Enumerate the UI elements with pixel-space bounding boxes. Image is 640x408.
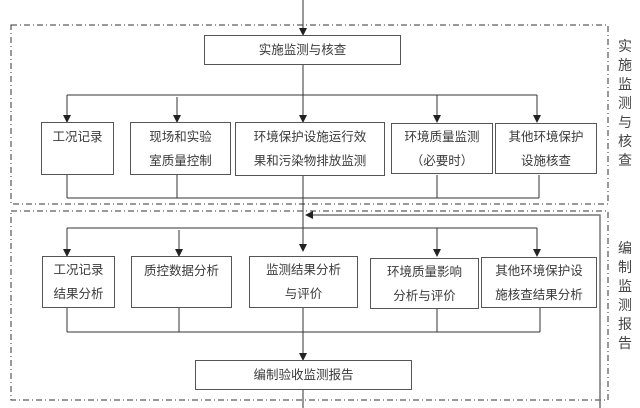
phase2-box-4-line: 分析与评价: [393, 287, 456, 303]
side-char: 与: [618, 115, 632, 131]
phase1-box-2-line: 现场和实验: [149, 128, 212, 144]
phase2-box-5: 其他环境保护设 施核查结果分析: [481, 257, 597, 308]
phase1-box-1-line: 工况记录: [52, 129, 103, 144]
phase1-box-4: 环境质量监测 （必要时）: [391, 123, 493, 174]
side-char: 告: [618, 336, 632, 352]
bottom-box: 编制验收监测报告: [195, 360, 412, 390]
phase2-side-label: 编 制 监 测 报 告: [617, 240, 633, 354]
top-box: 实施监测与核查: [204, 35, 401, 65]
phase1-border: [10, 24, 609, 205]
phase2-box-3-line: 监测结果分析: [265, 262, 341, 277]
phase2-box-3: 监测结果分析 与评价: [249, 256, 358, 308]
feedback-loop: [310, 214, 601, 408]
side-char: 监: [618, 77, 632, 93]
phase1-box-5: 其他环境保护 设施核查: [495, 123, 597, 174]
phase1-box-5-line: 设施核查: [520, 152, 571, 168]
side-char: 查: [618, 153, 632, 169]
phase2-box-3-line: 与评价: [284, 286, 323, 301]
phase2-box-4-line: 环境质量影响: [386, 263, 462, 279]
phase2-box-1-line: 工况记录: [53, 262, 104, 277]
phase1-box-5-line: 其他环境保护: [508, 128, 584, 144]
phase1-box-4-line: 环境质量监测: [404, 128, 480, 144]
phase1-box-3-line: 果和污染物排放监测: [253, 153, 367, 168]
side-char: 编: [618, 241, 632, 257]
side-char: 制: [618, 260, 632, 276]
phase2-box-5-line: 其他环境保护设: [495, 262, 583, 278]
phase2-box-2: 质控数据分析: [131, 256, 232, 308]
phase2-box-1-line: 结果分析: [53, 286, 104, 301]
side-char: 核: [618, 134, 632, 150]
phase2-box-1: 工况记录 结果分析: [42, 256, 115, 308]
phase1-box-4-line: （必要时）: [410, 152, 474, 168]
phase2-box-2-line: 质控数据分析: [143, 263, 219, 278]
top-box-label: 实施监测与核查: [258, 42, 347, 57]
phase2-box-4: 环境质量影响 分析与评价: [370, 258, 479, 309]
phase1-box-2: 现场和实验 室质量控制: [130, 122, 231, 175]
side-char: 测: [618, 298, 632, 314]
side-char: 测: [618, 96, 632, 112]
phase2-border: [10, 210, 609, 401]
side-char: 报: [618, 317, 632, 333]
phase1-box-3-line: 环境保护设施运行效: [253, 129, 367, 144]
phase1-side-label: 实 施 监 测 与 核 查: [617, 38, 633, 171]
side-char: 施: [618, 58, 632, 74]
bottom-box-label: 编制验收监测报告: [253, 367, 354, 382]
phase2-box-5-line: 施核查结果分析: [495, 286, 583, 302]
phase1-box-1: 工况记录: [41, 122, 114, 175]
side-char: 监: [618, 279, 632, 295]
side-char: 实: [618, 39, 632, 55]
phase1-box-2-line: 室质量控制: [149, 152, 212, 168]
phase1-box-3: 环境保护设施运行效 果和污染物排放监测: [235, 122, 385, 176]
